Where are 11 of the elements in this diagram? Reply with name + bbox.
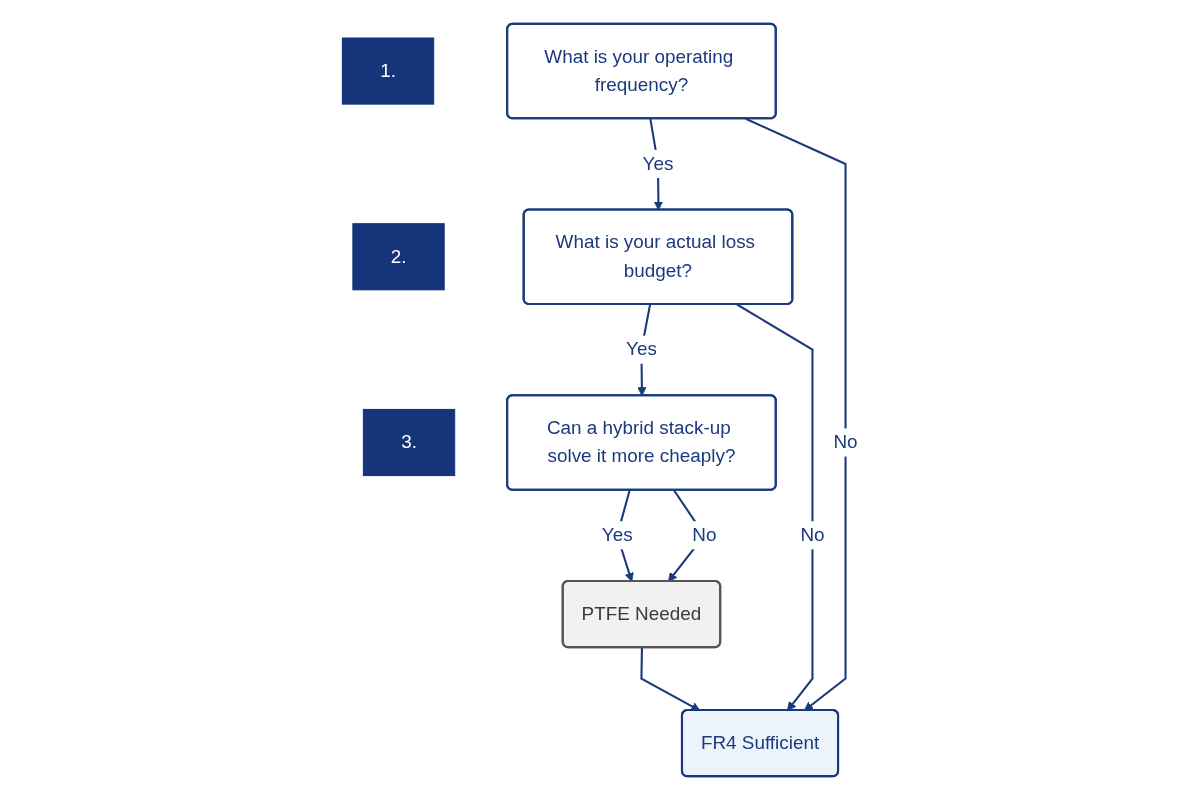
node-box: 1. <box>341 37 435 105</box>
edge-label: No <box>692 524 717 546</box>
arrow <box>640 647 701 711</box>
arrow <box>736 303 814 711</box>
node-box: 2. <box>352 223 445 291</box>
edge-label: Yes <box>642 152 674 174</box>
edge-label: No <box>800 524 825 546</box>
edge-label: No <box>833 431 858 453</box>
edge-label: Yes <box>601 524 633 546</box>
node-box: 3. <box>362 408 456 477</box>
edge-label: Yes <box>626 338 657 360</box>
